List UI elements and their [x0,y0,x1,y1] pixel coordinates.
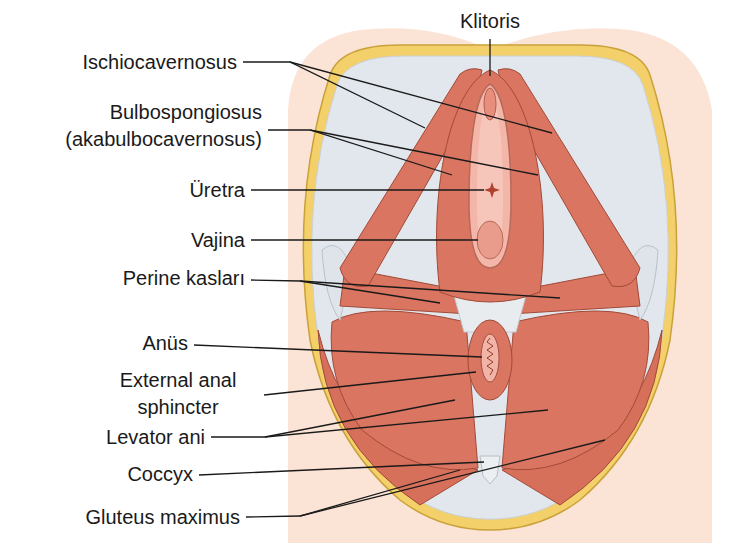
leader-line [264,372,476,395]
part-label: Vajina [191,227,245,254]
part-label: External anal sphincter [98,367,258,421]
part-label: Levator ani [106,424,205,451]
part-label: Bulbospongiosus (akabulbocavernosus) [22,99,262,153]
vaginal-opening [477,221,503,259]
part-label: Ischiocavernosus [82,49,237,76]
leader-line [265,410,548,437]
leader-line [290,62,552,133]
part-label: Gluteus maximus [86,504,241,531]
leader-line [194,345,482,357]
leader-line [199,462,484,475]
leader-line [310,130,538,175]
leader-line [243,62,425,128]
leader-line [251,189,484,190]
part-label: Klitoris [460,8,520,35]
leader-line [300,281,560,298]
leader-line [246,470,460,517]
skin [288,28,712,543]
leader-line [489,39,490,76]
bulbospongiosus-muscle [437,70,544,302]
leader-line [211,400,455,437]
levator-ani-muscle [331,311,478,470]
fat-layer [303,45,676,530]
levator-ani-muscle [502,311,649,470]
part-label: Üretra [189,177,245,204]
leader-line [251,239,478,240]
part-label: Anüs [142,330,188,357]
external-anal-sphincter-muscle [468,320,512,400]
membrane [312,56,669,519]
leader-line [300,440,605,516]
part-label: Coccyx [127,461,193,488]
part-label: Perine kasları [123,265,245,292]
anus [481,334,499,382]
anus-folds [487,338,493,375]
urethra-opening [484,182,500,198]
